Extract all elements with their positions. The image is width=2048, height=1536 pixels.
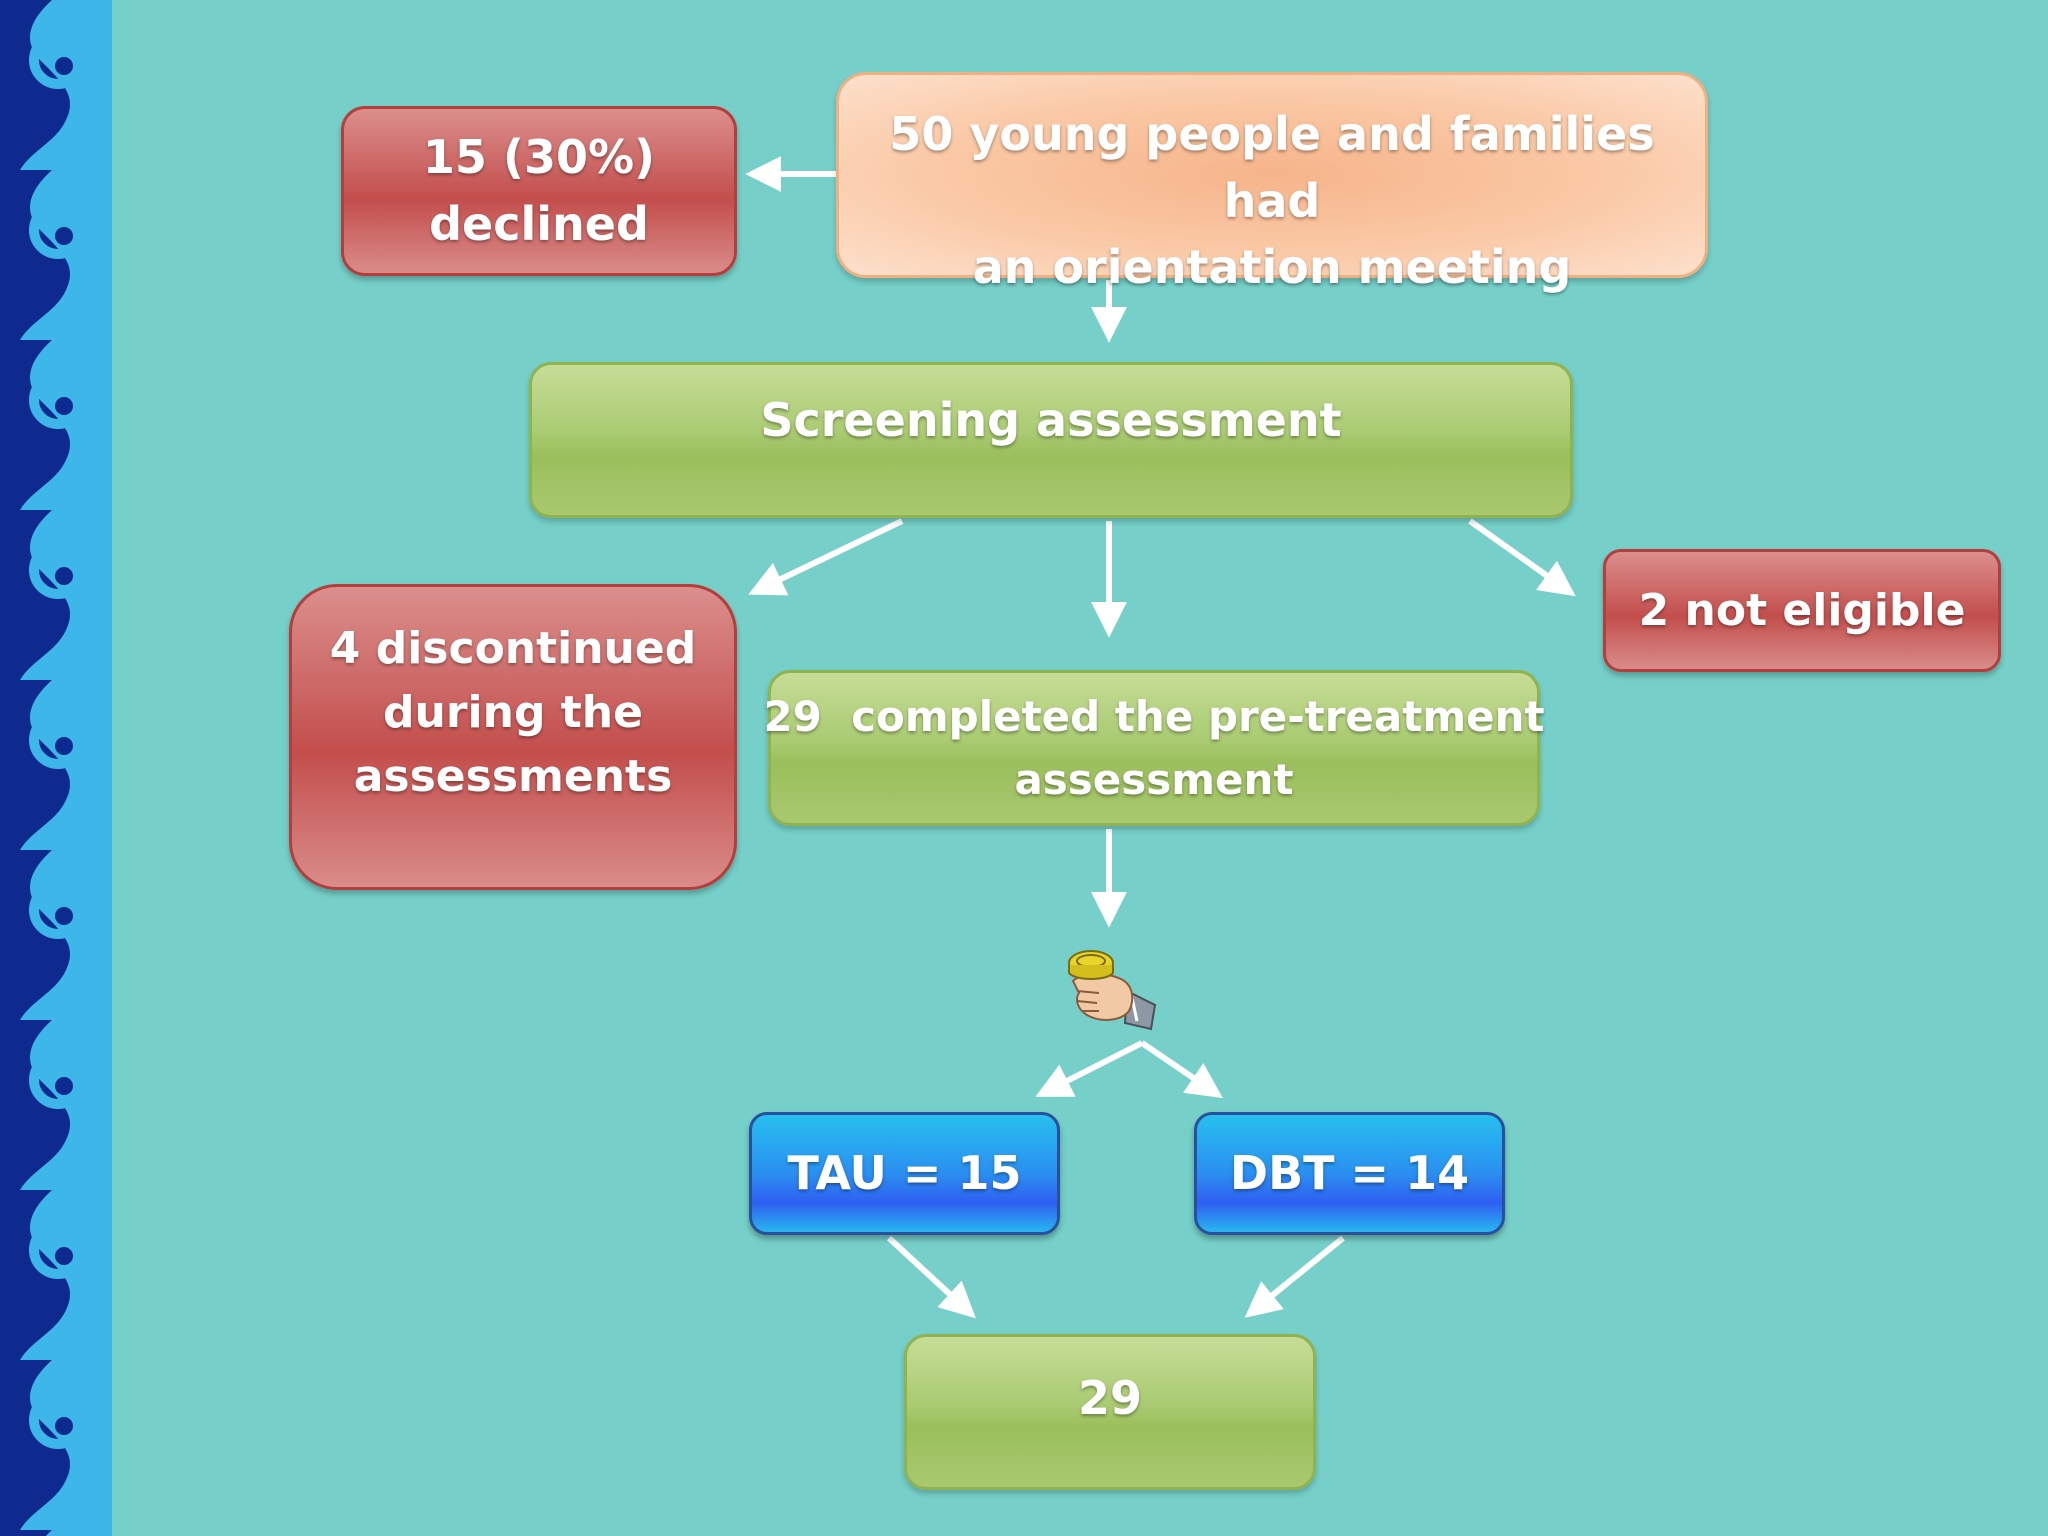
arrow-dbt-to-final (1244, 1235, 1345, 1318)
node-not-eligible-label: 2 not eligible (1638, 584, 1966, 636)
node-completed-pretreatment: 29 completed the pre-treatment assessmen… (763, 670, 1545, 826)
node-declined-line2: declined (429, 197, 649, 251)
node-tau-label: TAU = 15 (787, 1146, 1022, 1201)
node-tau-group: TAU = 15 (749, 1112, 1060, 1235)
hand-holding-coin-icon (1068, 950, 1157, 1031)
node-orientation-line1: 50 young people and families had (889, 107, 1655, 228)
node-not-eligible: 2 not eligible (1603, 549, 2001, 672)
node-screening-assessment: Screening assessment (529, 362, 1573, 518)
node-discontinued-line1: 4 discontinued (329, 623, 697, 674)
node-orientation-meeting: 50 young people and families had an orie… (836, 72, 1708, 294)
wave-border (0, 0, 112, 1536)
arrow-screening-to-discontinued (748, 518, 904, 596)
node-final-count: 29 (904, 1334, 1316, 1490)
node-discontinued-line3: assessments (353, 750, 673, 802)
arrow-tau-to-final (886, 1235, 976, 1319)
node-orientation-line2: an orientation meeting (972, 240, 1572, 295)
node-declined: 15 (30%) declined (341, 106, 737, 276)
node-completed-line2: assessment (1014, 755, 1294, 804)
node-discontinued: 4 discontinued during the assessments (289, 584, 737, 890)
node-final-label: 29 (1077, 1371, 1142, 1425)
node-dbt-label: DBT = 14 (1229, 1146, 1470, 1201)
node-dbt-group: DBT = 14 (1194, 1112, 1505, 1235)
node-declined-line1: 15 (30%) (422, 130, 656, 185)
node-discontinued-line2: during the (383, 686, 643, 738)
node-completed-line1: 29 completed the pre-treatment (763, 692, 1545, 741)
arrow-randomization-to-dbt (1140, 1040, 1223, 1099)
node-screening-label: Screening assessment (760, 393, 1342, 447)
arrow-randomization-to-tau (1035, 1040, 1144, 1097)
arrow-screening-to-not-eligible (1468, 518, 1576, 597)
